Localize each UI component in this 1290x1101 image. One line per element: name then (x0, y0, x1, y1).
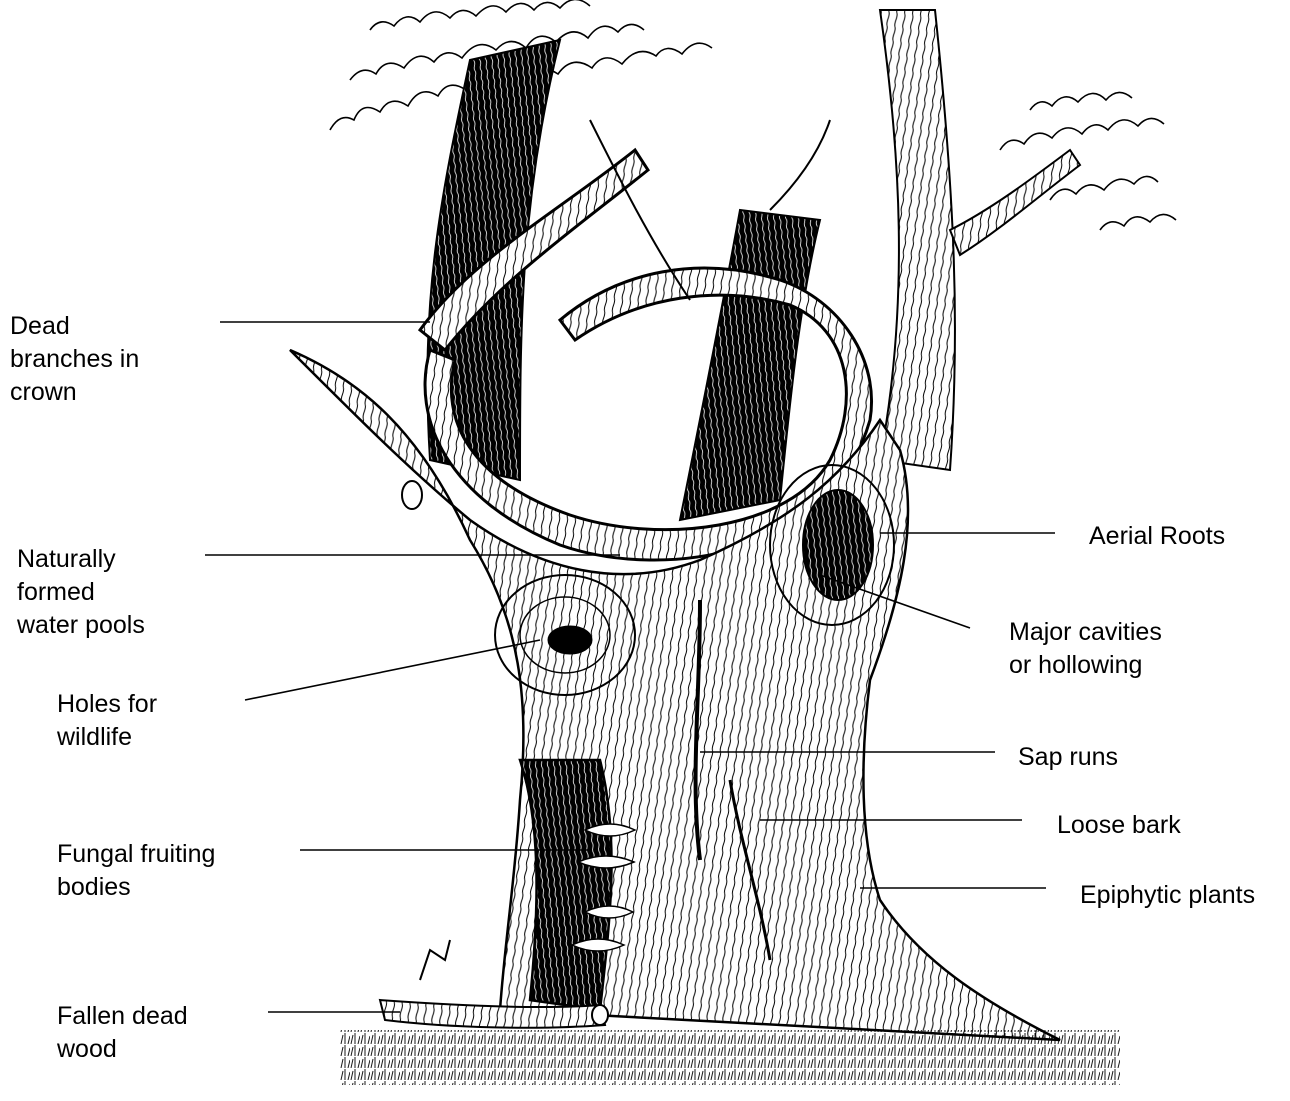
label-fallen-wood: Fallen dead wood (57, 1000, 188, 1066)
label-epiphytic-plants: Epiphytic plants (1080, 879, 1255, 912)
label-fungal-bodies: Fungal fruiting bodies (57, 838, 215, 904)
label-water-pools: Naturally formed water pools (17, 543, 145, 642)
label-holes-wildlife: Holes for wildlife (57, 688, 157, 754)
label-sap-runs: Sap runs (1018, 741, 1118, 774)
label-aerial-roots: Aerial Roots (1089, 520, 1225, 553)
label-dead-branches: Dead branches in crown (10, 310, 139, 409)
ground (340, 1030, 1120, 1085)
label-loose-bark: Loose bark (1057, 809, 1181, 842)
label-major-cavities: Major cavities or hollowing (1009, 616, 1162, 682)
